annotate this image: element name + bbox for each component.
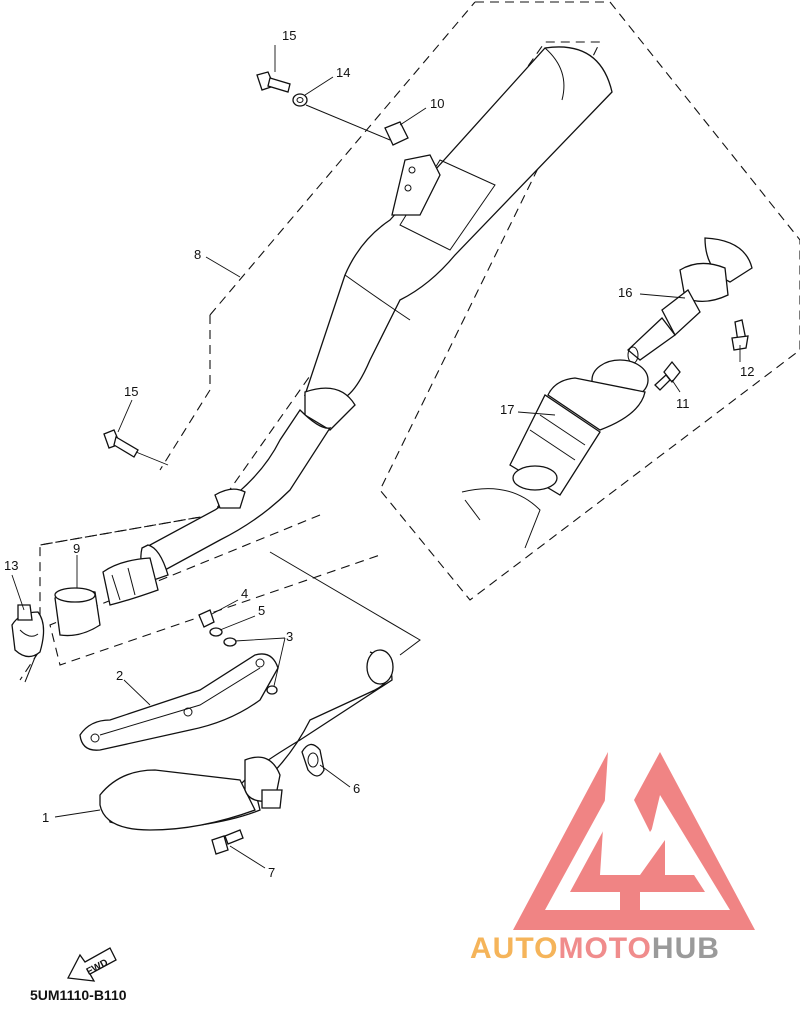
callout-3: 3 — [286, 629, 293, 644]
group-outline-muffler — [19, 1, 800, 681]
gasket-9 — [54, 587, 101, 637]
clamp-13 — [11, 604, 45, 658]
leader-lines — [11, 45, 741, 869]
washer-3-upper — [223, 637, 237, 647]
exhaust-pipe-1 — [99, 649, 394, 831]
gasket-6 — [301, 743, 325, 777]
damper-10 — [384, 121, 409, 146]
callout-4: 4 — [241, 586, 248, 601]
watermark-moto: MOTO — [558, 932, 651, 965]
callout-11: 11 — [676, 396, 690, 411]
callout-10: 10 — [430, 96, 444, 111]
callout-14: 14 — [336, 65, 350, 80]
callout-8: 8 — [194, 247, 201, 262]
washer-5 — [209, 627, 223, 637]
diagram-code: 5UM1110-B110 — [30, 987, 127, 1003]
bolt-15-lower — [103, 429, 169, 466]
screw-12 — [731, 319, 749, 351]
bolt-15-top — [256, 71, 291, 93]
bolt-4 — [198, 609, 215, 628]
washer-14 — [292, 93, 391, 141]
callout-7: 7 — [268, 865, 275, 880]
watermark-logo — [513, 752, 755, 930]
silencer-insert-17 — [461, 359, 649, 549]
muffler-bracket — [391, 154, 441, 216]
callout-17: 17 — [500, 402, 514, 417]
fwd-arrow-icon: FWD — [66, 947, 117, 982]
callout-13: 13 — [4, 558, 18, 573]
callout-labels: 15 14 10 8 15 16 12 11 17 13 9 4 5 3 2 6… — [4, 28, 754, 880]
bolt-7 — [211, 829, 244, 855]
screw-11 — [654, 360, 681, 391]
watermark-text: AUTOMOTOHUB — [470, 932, 720, 965]
tail-pipe-16 — [627, 237, 753, 364]
watermark-auto: AUTO — [470, 932, 558, 965]
callout-9: 9 — [73, 541, 80, 556]
washer-3-lower — [266, 685, 278, 695]
muffler-assembly — [102, 46, 613, 606]
heat-protector-2 — [79, 653, 279, 751]
callout-2: 2 — [116, 668, 123, 683]
callout-6: 6 — [353, 781, 360, 796]
callout-1: 1 — [42, 810, 49, 825]
callout-12: 12 — [740, 364, 754, 379]
watermark-hub: HUB — [652, 932, 720, 965]
callout-5: 5 — [258, 603, 265, 618]
callout-15-lower: 15 — [124, 384, 138, 399]
callout-15-top: 15 — [282, 28, 296, 43]
callout-16: 16 — [618, 285, 632, 300]
